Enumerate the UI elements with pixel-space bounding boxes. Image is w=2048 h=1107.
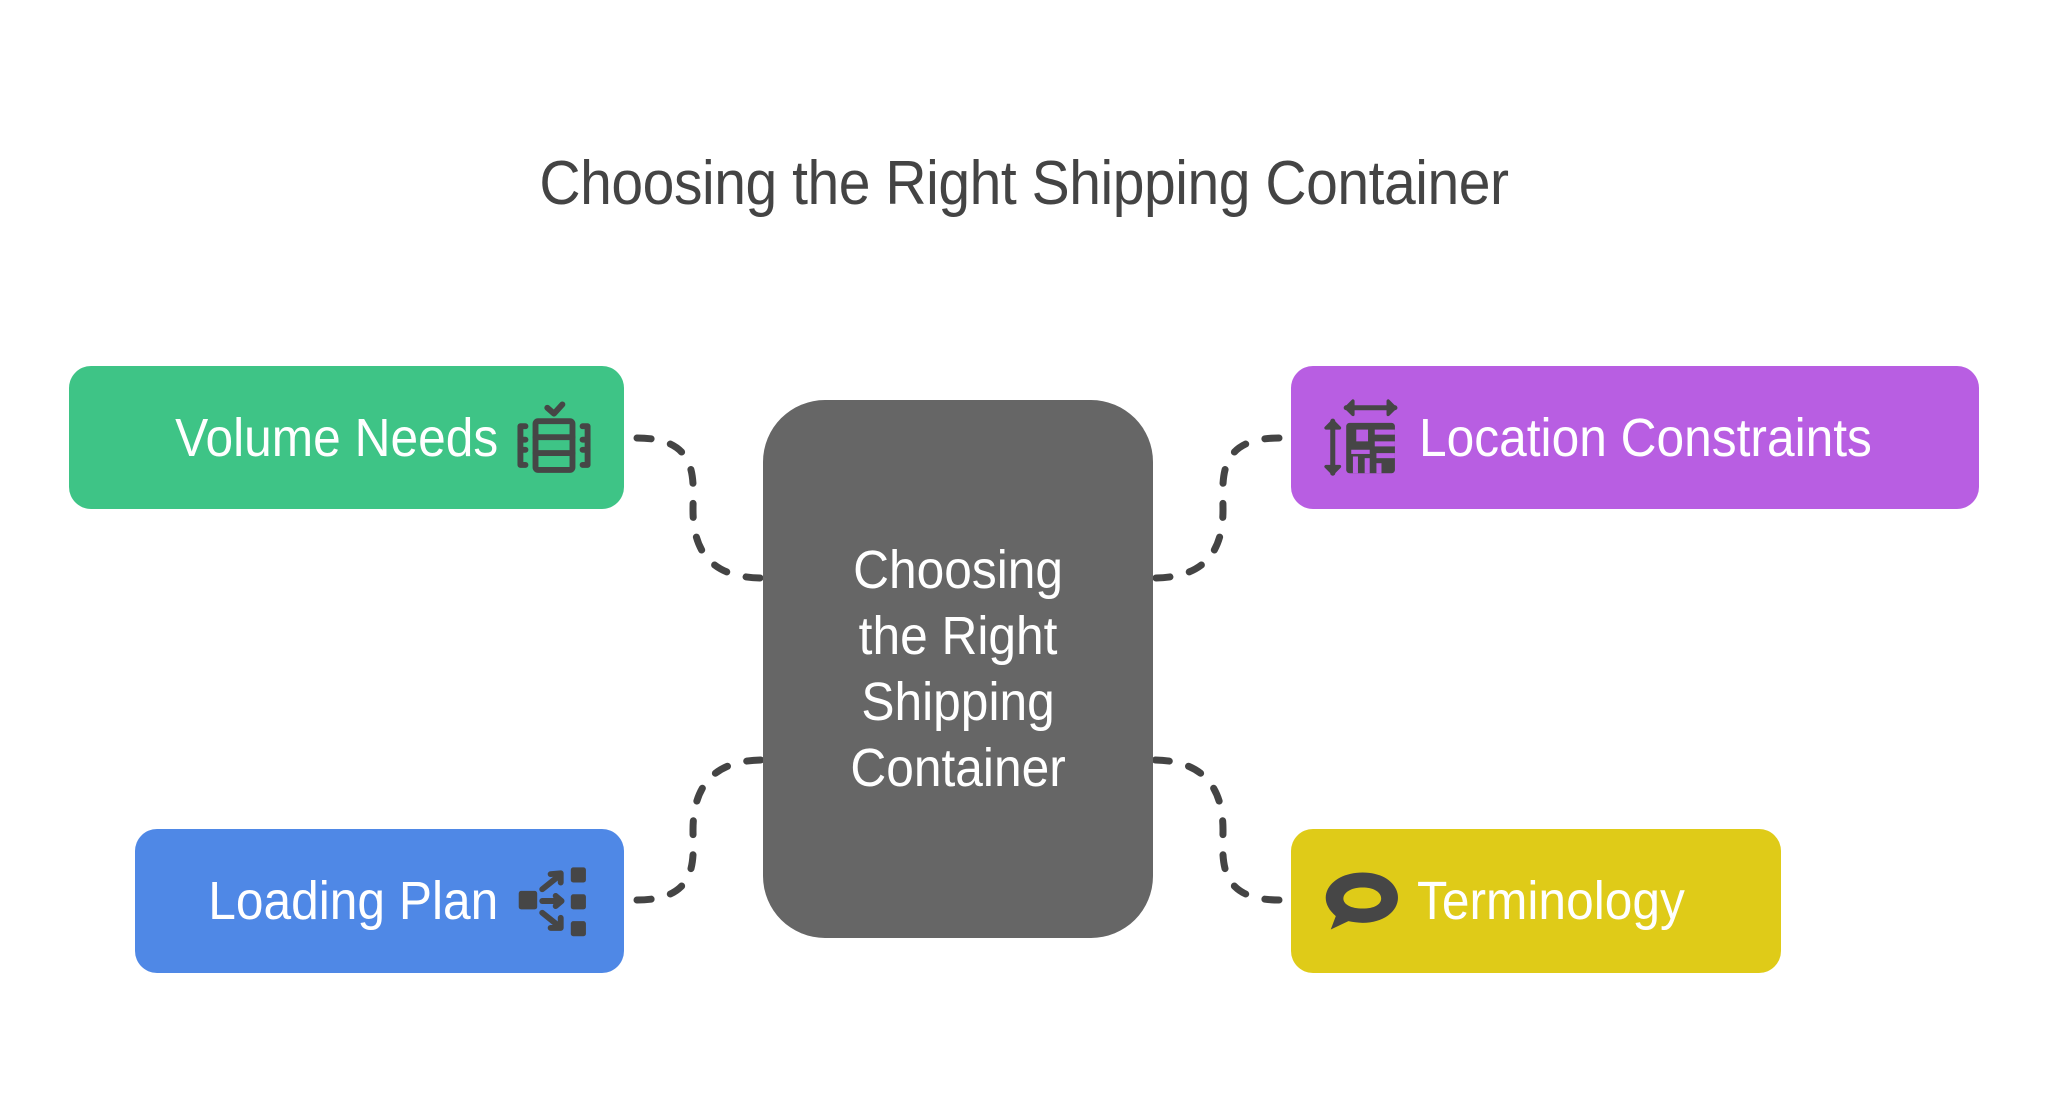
node-label: Location Constraints: [1419, 407, 1872, 468]
connector-term: [1149, 756, 1283, 904]
node-loading-plan[interactable]: Loading Plan: [135, 829, 624, 973]
central-topic-label: Choosing the Right Shipping Container: [850, 540, 1066, 798]
node-volume-needs[interactable]: Volume Needs: [69, 366, 624, 509]
floorplan-dimensions-icon: [1324, 398, 1398, 476]
speech-bubble-icon: [1325, 872, 1398, 930]
node-label: Terminology: [1417, 871, 1685, 931]
central-topic-node[interactable]: Choosing the Right Shipping Container: [763, 400, 1153, 938]
connector-volume: [633, 434, 767, 582]
connector-location: [1149, 434, 1283, 582]
node-label: Volume Needs: [174, 407, 498, 468]
container-checklist-icon: [517, 400, 591, 473]
distribution-flow-icon: [518, 867, 586, 937]
node-terminology[interactable]: Terminology: [1291, 829, 1781, 973]
connector-loading: [633, 756, 767, 904]
node-location-constraints[interactable]: Location Constraints: [1291, 366, 1979, 509]
node-label: Loading Plan: [207, 871, 498, 931]
diagram-title: Choosing the Right Shipping Container: [539, 149, 1509, 218]
